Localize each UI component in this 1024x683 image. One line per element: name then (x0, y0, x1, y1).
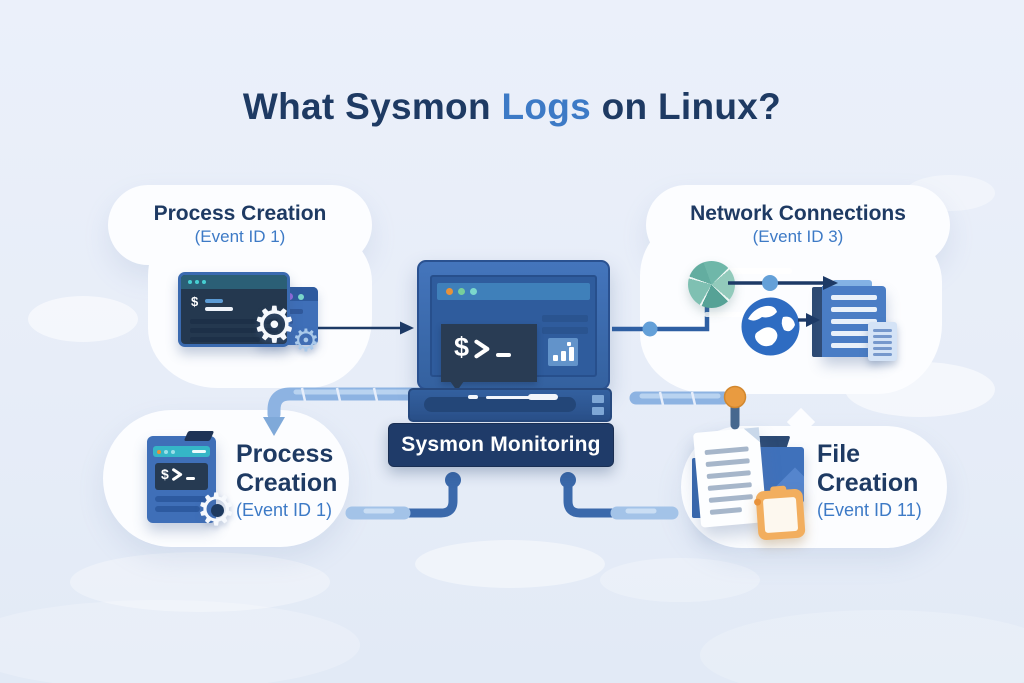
monitor-screen: $ (430, 275, 597, 391)
cloud-decoration (415, 540, 605, 588)
drive-slot (424, 397, 576, 412)
status-dot (298, 294, 304, 300)
shell-prompt: $ (441, 324, 537, 362)
label-process-creation-bottom: Process Creation (Event ID 1) (236, 440, 344, 521)
bubble-subtitle: (Event ID 1) (236, 500, 333, 520)
log-documents-icon (812, 280, 898, 364)
file-header (153, 446, 210, 457)
window-dot-green (458, 288, 465, 295)
bubble-subtitle: (Event ID 3) (752, 227, 844, 247)
terminal-window-icon: $ (178, 272, 290, 347)
down-arrow-icon (263, 417, 285, 436)
gear-icon-small: ⚙ (292, 323, 320, 359)
folded-corner (743, 427, 761, 444)
bubble-subtitle: (Event ID 1) (194, 227, 286, 247)
chevron-icon (474, 339, 490, 359)
label-process-creation-top: Process Creation (Event ID 1) (108, 201, 372, 247)
bubble-subtitle: (Event ID 11) (817, 500, 922, 520)
dollar-sign: $ (161, 466, 169, 483)
pie-chart-icon (688, 261, 735, 308)
hook-right (560, 472, 679, 520)
titlebar (181, 275, 287, 289)
process-file-icon: $ (147, 431, 216, 523)
title-highlight: Logs (501, 86, 592, 127)
dollar-prompt: $ (191, 294, 199, 309)
node-dot (642, 321, 658, 337)
hook-left (345, 472, 461, 520)
shell-prompt: $ (155, 463, 208, 481)
gear-crescent (211, 504, 224, 517)
title-post: on Linux? (591, 86, 782, 127)
window-dot-orange (446, 288, 453, 295)
pipe-to-bottom-right (629, 385, 747, 430)
label-file-creation: File Creation (Event ID 11) (817, 440, 929, 521)
orange-node (723, 385, 747, 409)
document-icon (868, 322, 897, 361)
bubble-title: Process Creation (236, 440, 338, 497)
cursor-underscore-icon (185, 477, 195, 480)
monitor-icon: $ (417, 260, 610, 391)
titlebar (437, 283, 590, 300)
dollar-sign: $ (454, 332, 470, 362)
window-dot-teal (470, 288, 477, 295)
bar-chart-icon (548, 338, 578, 366)
globe-icon (740, 296, 801, 357)
title-pre: What Sysmon (242, 86, 502, 127)
gear-icon: ⚙ (252, 296, 297, 354)
chevron-icon (171, 468, 182, 481)
page-title: What Sysmon Logs on Linux? (0, 86, 1024, 128)
pipe-to-bottom-left (263, 387, 437, 436)
bubble-title: Network Connections (690, 202, 906, 225)
cloud-decoration (70, 552, 330, 612)
motion-streak (722, 268, 792, 274)
cloud-decoration (600, 558, 760, 602)
monitor-to-network-line (612, 296, 710, 332)
cloud-decoration (28, 296, 138, 342)
sysmon-monitoring-banner: Sysmon Monitoring (388, 423, 614, 467)
label-network-connections: Network Connections (Event ID 3) (646, 201, 950, 247)
terminal-panel-small: $ (155, 463, 208, 490)
cursor-underscore-icon (496, 352, 512, 357)
bubble-bottom-left (103, 410, 349, 547)
banner-label: Sysmon Monitoring (401, 433, 601, 456)
motion-streak (704, 312, 750, 317)
clipboard-icon (753, 485, 806, 541)
bubble-title: File Creation (817, 440, 919, 497)
bubble-title: Process Creation (153, 202, 327, 225)
terminal-panel: $ (441, 324, 537, 391)
cloud-decoration (0, 600, 360, 683)
cloud-decoration (700, 610, 1024, 683)
monitor-base (408, 388, 612, 422)
